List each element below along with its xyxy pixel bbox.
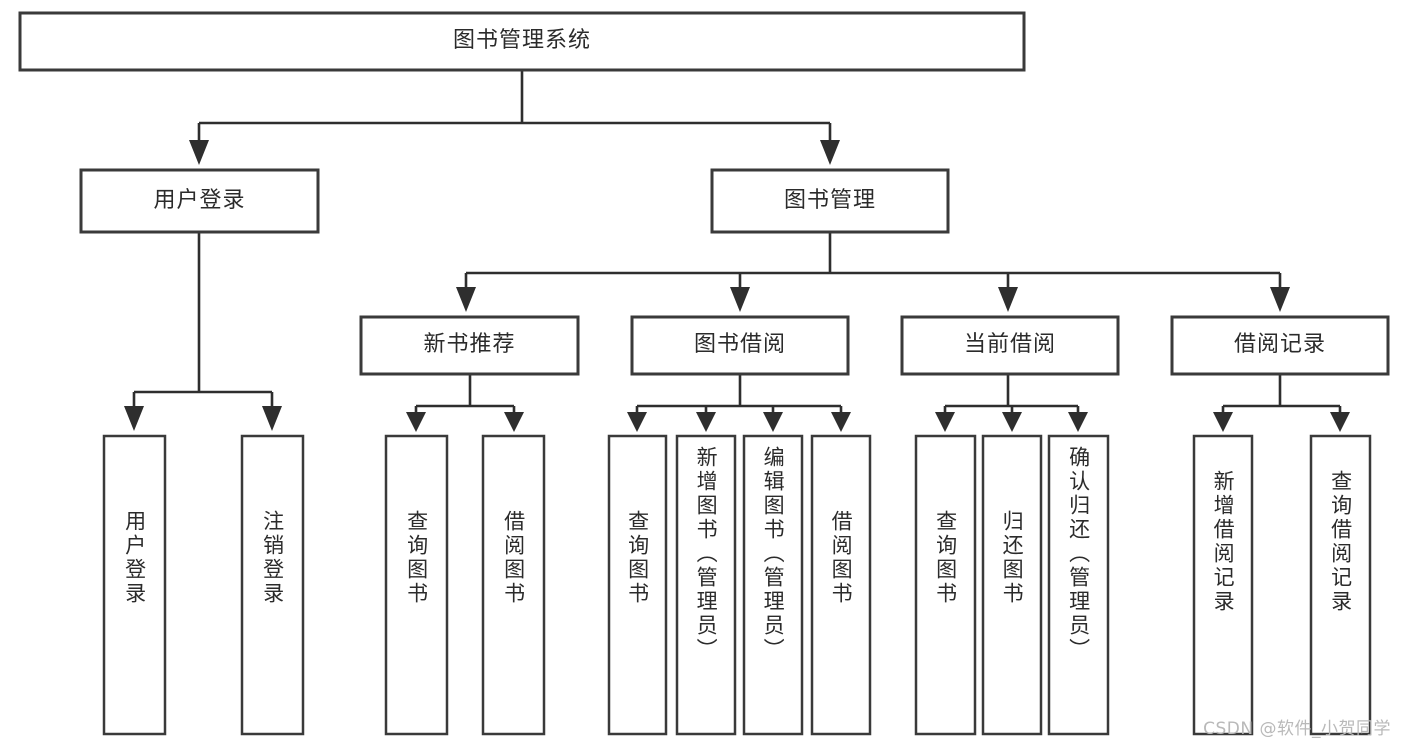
connectors-userlogin-to-leaves [124,232,282,431]
node-box-leaf-borrow-book[interactable] [810,434,872,736]
node-box-borrow-record[interactable] [1170,315,1390,376]
watermark-csdn: CSDN @软件_小贺同学 [1203,719,1391,739]
connectors-currentborrow-to-leaves [935,374,1088,432]
node-box-leaf-borrow-book-recommend[interactable] [481,434,546,736]
node-box-book-borrow[interactable] [630,315,850,376]
node-box-leaf-add-book-admin[interactable] [675,434,737,736]
connectors-newbook-to-leaves [406,374,524,432]
connectors-root-to-level2 [189,70,840,165]
node-box-user-login[interactable] [79,168,320,234]
node-box-new-book-recommend[interactable] [359,315,580,376]
node-box-leaf-query-borrow-record[interactable] [1309,434,1372,736]
node-box-leaf-confirm-return-admin[interactable] [1047,434,1110,736]
node-box-book-management[interactable] [710,168,950,234]
node-box-leaf-return-book[interactable] [981,434,1043,736]
node-box-current-borrow[interactable] [900,315,1120,376]
node-box-leaf-query-book-current[interactable] [914,434,977,736]
node-box-leaf-user-login[interactable] [102,434,167,736]
node-box-leaf-query-book-borrow[interactable] [607,434,668,736]
connectors-borrowrecord-to-leaves [1213,374,1350,432]
node-box-leaf-logout[interactable] [240,434,305,736]
connectors-bookborrow-to-leaves [627,374,851,432]
node-box-leaf-query-book-recommend[interactable] [384,434,449,736]
node-box-leaf-edit-book-admin[interactable] [742,434,804,736]
node-box-leaf-add-borrow-record[interactable] [1192,434,1254,736]
node-box-root[interactable] [18,11,1026,72]
connectors-bookmgmt-to-level3 [456,232,1290,312]
